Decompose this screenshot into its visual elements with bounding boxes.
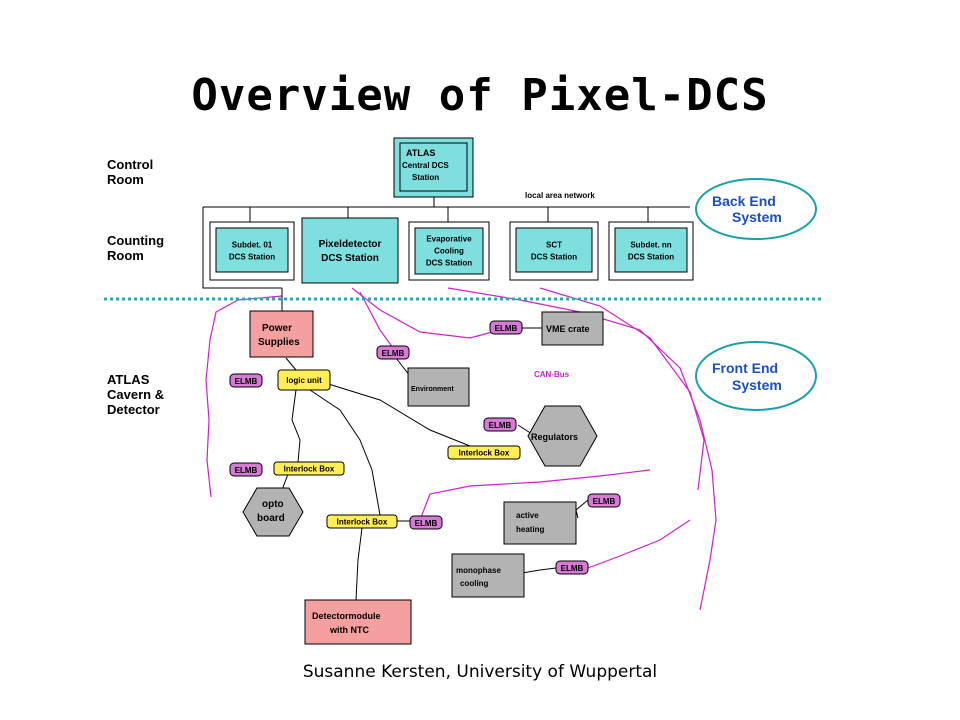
svg-text:ELMB: ELMB	[489, 421, 512, 430]
svg-text:Interlock Box: Interlock Box	[284, 465, 335, 474]
svg-text:ELMB: ELMB	[235, 466, 258, 475]
svg-text:Back End: Back End	[712, 193, 776, 209]
logic-to-interlock-right	[321, 381, 471, 447]
svg-text:ELMB: ELMB	[495, 324, 518, 333]
elmb-label-8: ELMB	[555, 560, 589, 575]
counting-room-label: Counting Room	[107, 233, 165, 263]
yellow-interlock-right: Interlock Box	[447, 445, 521, 460]
station-label: DCS Station	[321, 253, 379, 264]
atlas-central-dcs-station: ATLAS Central DCS Station	[393, 137, 474, 198]
elmb-label-2: ELMB	[376, 345, 410, 360]
canbus-line-heating	[419, 469, 651, 521]
elmb-label-5: ELMB	[229, 462, 263, 477]
svg-text:ELMB: ELMB	[593, 497, 616, 506]
monophase-cooling-box: monophase cooling	[451, 553, 525, 598]
back-end-system: Back End System	[695, 178, 817, 240]
svg-text:Detectormodule: Detectormodule	[312, 611, 381, 621]
opto-board-box: opto board	[242, 487, 304, 537]
svg-text:board: board	[257, 513, 285, 524]
logic-to-interlock-mid	[309, 389, 381, 516]
power-to-logic	[285, 357, 297, 371]
svg-text:VME crate: VME crate	[546, 324, 590, 334]
network-label: local area network	[525, 191, 595, 200]
station-label: DCS Station	[426, 259, 472, 268]
svg-text:opto: opto	[262, 499, 284, 510]
canbus-line-left	[205, 295, 283, 498]
svg-text:Front End: Front End	[712, 360, 778, 376]
elmb-label-1: ELMB	[489, 320, 523, 335]
svg-text:heating: heating	[516, 525, 545, 534]
front-end-system: Front End System	[695, 341, 817, 411]
svg-text:ATLAS: ATLAS	[406, 148, 435, 158]
svg-text:with NTC: with NTC	[329, 625, 369, 635]
yellow-interlock-left: Interlock Box	[273, 461, 345, 476]
station-label: SCT	[546, 241, 562, 250]
environment-box: Environment	[407, 367, 470, 407]
svg-text:System: System	[732, 377, 782, 393]
page-title: Overview of Pixel-DCS	[191, 70, 769, 121]
svg-text:Power: Power	[262, 323, 292, 334]
svg-text:cooling: cooling	[460, 579, 489, 588]
svg-text:active: active	[516, 511, 539, 520]
station-label: DCS Station	[628, 253, 674, 262]
svg-text:monophase: monophase	[456, 566, 501, 575]
svg-text:ELMB: ELMB	[415, 519, 438, 528]
elmb-label-7: ELMB	[409, 515, 443, 530]
elmb-labels: ELMB ELMB ELMB ELMB ELMB ELMB ELMB ELMB	[229, 320, 621, 575]
station-label: Cooling	[434, 247, 464, 256]
footer: Susanne Kersten, University of Wuppertal	[302, 662, 658, 682]
station-label: Evaporative	[426, 235, 472, 244]
svg-text:System: System	[732, 209, 782, 225]
svg-text:Station: Station	[412, 173, 439, 182]
station-label: DCS Station	[531, 253, 577, 262]
svg-text:ELMB: ELMB	[382, 349, 405, 358]
station-box-5: Subdet. nn DCS Station	[608, 221, 694, 281]
cavern-detector-label: ATLAS Cavern & Detector	[107, 372, 165, 417]
station-label: Subdet. nn	[630, 241, 671, 250]
station-box-4: SCT DCS Station	[509, 221, 599, 281]
canbus-line-inner	[359, 291, 397, 353]
power-supplies-box: Power Supplies	[249, 310, 314, 358]
station-label: Pixeldetector	[319, 239, 382, 250]
yellow-interlock-mid: Interlock Box	[326, 514, 398, 529]
station-label: DCS Station	[229, 253, 275, 262]
connector-lines	[202, 196, 690, 601]
logic-to-interlock-left	[291, 389, 301, 463]
svg-text:Interlock Box: Interlock Box	[459, 449, 510, 458]
elmb-label-6: ELMB	[587, 493, 621, 508]
svg-text:Regulators: Regulators	[531, 432, 578, 442]
canbus-label: CAN-Bus	[534, 370, 570, 379]
detectormodule-box: Detectormodule with NTC	[304, 599, 412, 645]
station-label: Subdet. 01	[232, 241, 273, 250]
station-box-1: Subdet. 01 DCS Station	[209, 221, 295, 281]
regulators-box: Regulators	[527, 405, 598, 467]
yellow-logic-unit: logic unit	[277, 369, 331, 391]
svg-text:ELMB: ELMB	[561, 564, 584, 573]
active-heating-box: active heating	[503, 501, 577, 545]
svg-text:Environment: Environment	[411, 386, 454, 393]
canbus-line-cooling	[587, 519, 691, 569]
canbus-line-sct	[539, 287, 705, 491]
control-room-label: Control Room	[107, 157, 154, 187]
elmb-to-heating	[575, 499, 589, 519]
svg-text:ELMB: ELMB	[235, 377, 258, 386]
elmb-label-4: ELMB	[483, 417, 517, 432]
svg-text:logic unit: logic unit	[286, 376, 322, 385]
vme-crate-box: VME crate	[541, 311, 604, 346]
svg-text:Supplies: Supplies	[258, 337, 300, 348]
svg-text:Interlock Box: Interlock Box	[337, 518, 388, 527]
lan-left-drop	[202, 207, 282, 289]
interlock-mid-to-module	[355, 527, 363, 601]
svg-text:Central DCS: Central DCS	[402, 161, 449, 170]
elmb-label-3: ELMB	[229, 373, 263, 388]
